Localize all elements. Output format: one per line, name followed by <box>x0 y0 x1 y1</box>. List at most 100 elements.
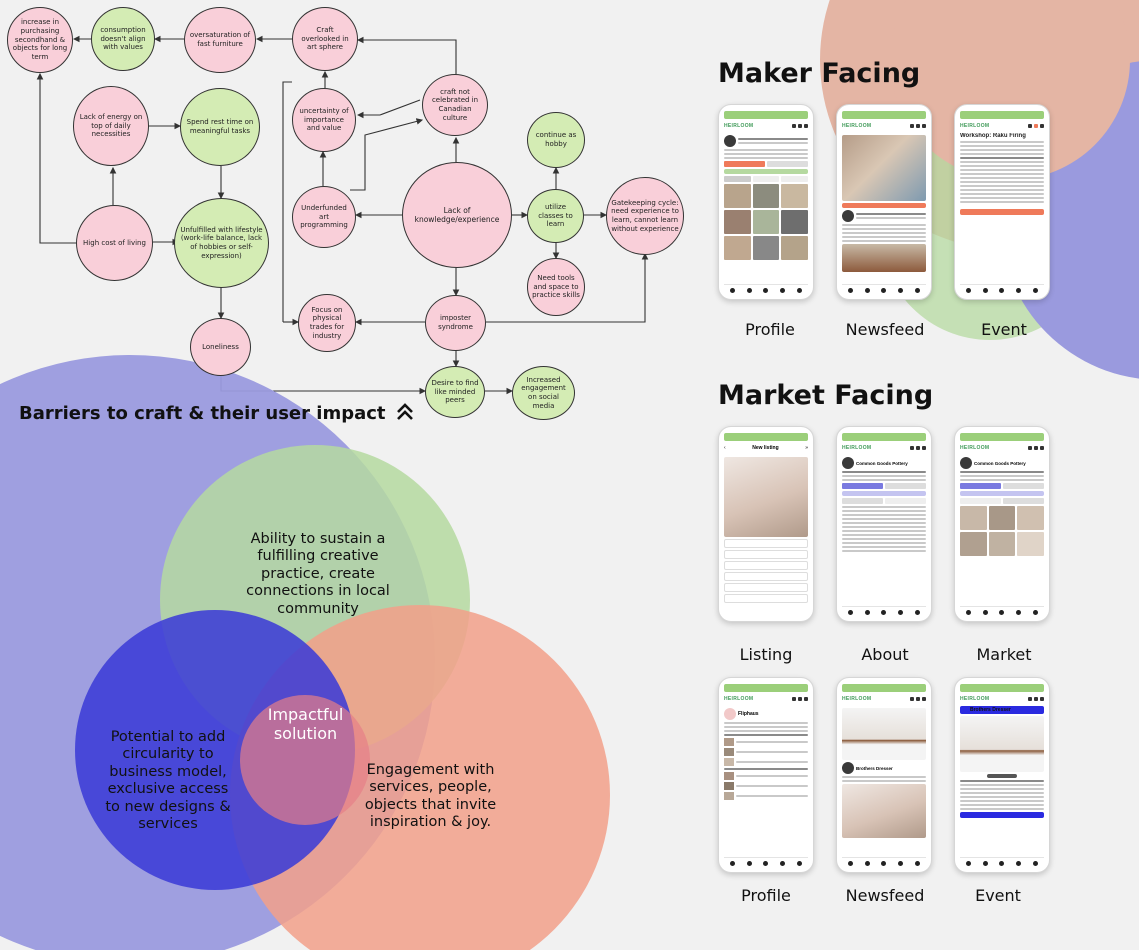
phone-bottom-nav[interactable] <box>842 284 926 295</box>
brand-logo: HEIRLOOM <box>842 445 872 451</box>
node-label: Need tools and space to practice skills <box>532 273 580 300</box>
phone-maker-event[interactable]: HEIRLOOM Workshop: Raku Firing <box>954 104 1050 300</box>
brand-logo: HEIRLOOM <box>724 123 754 129</box>
node-increased-engagement: Increased engagement on social media <box>512 366 575 420</box>
double-chevron-up-icon <box>396 403 413 420</box>
node-label: continue as hobby <box>535 131 577 148</box>
phone-body: Common Goods Pottery <box>842 455 926 607</box>
phone-status-bar <box>724 433 808 441</box>
header-icons <box>1028 124 1044 128</box>
phone-market-market[interactable]: HEIRLOOM Common Goods Pottery <box>954 426 1050 622</box>
node-label: oversaturation of fast furniture <box>189 31 251 48</box>
category-select[interactable] <box>724 561 808 570</box>
phone-bottom-nav[interactable] <box>724 284 808 295</box>
phone-bottom-nav[interactable] <box>960 606 1044 617</box>
label-market-newsfeed: Newsfeed <box>845 886 925 905</box>
caption-field[interactable] <box>724 550 808 559</box>
node-label: Focus on physical trades for industry <box>309 305 345 340</box>
phone-maker-profile[interactable]: HEIRLOOM <box>718 104 814 300</box>
phone-bottom-nav[interactable] <box>724 857 808 868</box>
phone-bottom-nav[interactable] <box>842 857 926 868</box>
brand-logo: HEIRLOOM <box>842 123 872 129</box>
label-maker-profile: Profile <box>745 320 795 339</box>
phone-market-event[interactable]: HEIRLOOM Brothers Dresser <box>954 677 1050 873</box>
title-field[interactable] <box>724 539 808 548</box>
node-lack-knowledge: Lack of knowledge/experience <box>402 162 512 268</box>
phone-body: Workshop: Raku Firing <box>960 133 1044 285</box>
brand-logo: HEIRLOOM <box>960 696 990 702</box>
node-oversaturation: oversaturation of fast furniture <box>184 7 256 73</box>
phone-market-newsfeed[interactable]: HEIRLOOM Brothers Dresser <box>836 677 932 873</box>
studio-name: Common Goods Pottery <box>856 460 908 466</box>
avatar <box>842 457 854 469</box>
phone-maker-newsfeed[interactable]: HEIRLOOM <box>836 104 932 300</box>
node-need-tools: Need tools and space to practice skills <box>527 258 585 316</box>
phone-status-bar <box>960 111 1044 119</box>
phone-bottom-nav[interactable] <box>842 606 926 617</box>
phone-header: ‹New listing» <box>724 445 808 451</box>
inquire-button[interactable] <box>960 812 1044 818</box>
newsfeed-photo-2 <box>842 244 926 272</box>
venn-center <box>240 695 370 825</box>
node-increase-secondhand: increase in purchasing secondhand & obje… <box>7 7 73 73</box>
event-title: Workshop: Raku Firing <box>960 133 1026 139</box>
node-continue-hobby: continue as hobby <box>527 112 585 168</box>
phone-market-profile[interactable]: HEIRLOOM Fliphaus <box>718 677 814 873</box>
purchase-tickets-button[interactable] <box>960 209 1044 215</box>
listing-photo <box>724 457 808 537</box>
venn-label-top: Ability to sustain a fulfilling creative… <box>246 531 390 617</box>
pricing-toggle[interactable] <box>724 572 808 581</box>
node-consumption-values: consumption doesn't align with values <box>91 7 155 71</box>
venn-diagram <box>0 355 610 950</box>
label-market-about: About <box>861 645 909 664</box>
dresser-name: Brothers Dresser <box>856 765 893 771</box>
phone-status-bar <box>960 684 1044 692</box>
label-maker-event: Event <box>981 320 1027 339</box>
node-gatekeeping: Gatekeeping cycle: need experience to le… <box>606 177 684 255</box>
delivery-toggle[interactable] <box>724 594 808 603</box>
phone-header: HEIRLOOM <box>724 693 808 705</box>
label-market-market: Market <box>976 645 1032 664</box>
node-label: Lack of energy on top of daily necessiti… <box>79 112 143 139</box>
node-label: Increased engagement on social media <box>521 375 566 410</box>
listing-title: New listing <box>752 445 779 451</box>
node-imposter: imposter syndrome <box>425 295 486 351</box>
label-market-profile: Profile <box>741 886 791 905</box>
phone-status-bar <box>842 684 926 692</box>
phone-bottom-nav[interactable] <box>960 284 1044 295</box>
node-label: Spend rest time on meaningful tasks <box>186 118 254 135</box>
maker-facing-title: Maker Facing <box>718 58 921 89</box>
fliphaus-name: Fliphaus <box>738 711 759 717</box>
phone-body: Brothers Dresser <box>960 706 1044 858</box>
node-label: High cost of living <box>83 238 146 247</box>
flowchart-caption-text: Barriers to craft & their user impact <box>19 403 386 424</box>
phone-body: Common Goods Pottery <box>960 455 1044 607</box>
node-label: Unfulfilled with lifestyle (work-life ba… <box>180 225 263 260</box>
avatar <box>842 210 854 222</box>
node-label: craft not celebrated in Canadian culture <box>431 87 479 122</box>
phone-body <box>724 455 808 607</box>
phone-market-about[interactable]: HEIRLOOM Common Goods Pottery <box>836 426 932 622</box>
node-label: Lack of knowledge/experience <box>414 205 500 224</box>
node-unfulfilled: Unfulfilled with lifestyle (work-life ba… <box>174 198 269 288</box>
dresser-photo <box>842 708 926 760</box>
node-label: imposter syndrome <box>438 314 473 331</box>
phone-status-bar <box>960 433 1044 441</box>
node-craft-not-celebrated: craft not celebrated in Canadian culture <box>422 74 488 136</box>
phone-market-listing[interactable]: ‹New listing» <box>718 426 814 622</box>
flowchart-caption: Barriers to craft & their user impact <box>19 402 415 424</box>
dresser-title: Brothers Dresser <box>970 707 1011 713</box>
node-label: Underfunded art programming <box>300 203 348 230</box>
phone-header: HEIRLOOM <box>960 693 1044 705</box>
price-field[interactable] <box>724 583 808 592</box>
node-focus-trades: Focus on physical trades for industry <box>298 294 356 352</box>
phone-body <box>842 133 926 285</box>
header-icons <box>910 124 926 128</box>
brand-logo: HEIRLOOM <box>960 445 990 451</box>
phone-header: HEIRLOOM <box>842 442 926 454</box>
phone-bottom-nav[interactable] <box>960 857 1044 868</box>
node-desire-peers: Desire to find like minded peers <box>425 366 485 418</box>
node-underfunded: Underfunded art programming <box>292 186 356 248</box>
brand-logo: HEIRLOOM <box>960 123 990 129</box>
